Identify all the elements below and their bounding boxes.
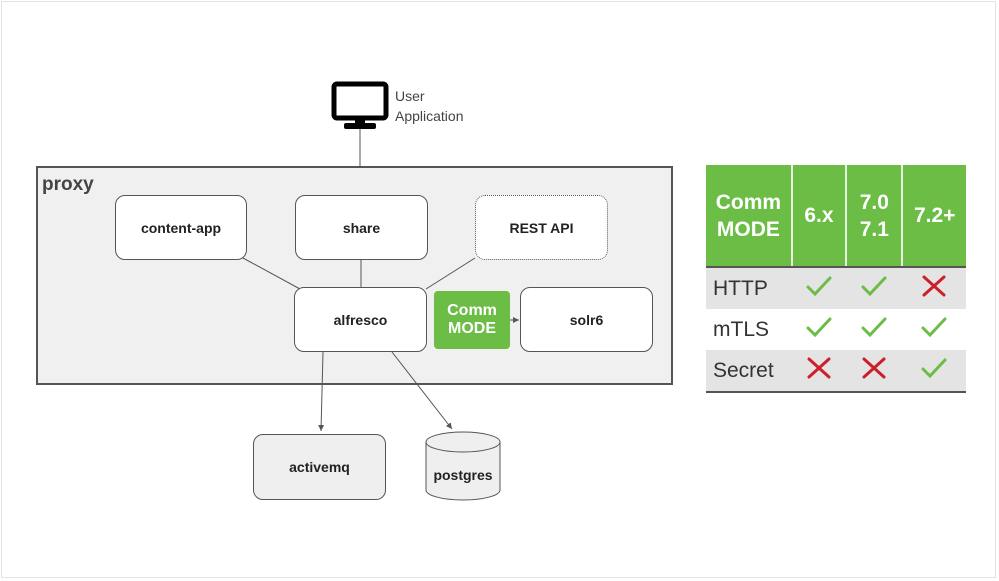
postgres-arrow bbox=[391, 351, 453, 430]
check-icon bbox=[861, 276, 887, 297]
header-6x: 6.x bbox=[790, 165, 847, 268]
solr6-node: solr6 bbox=[520, 287, 653, 352]
header-71: 7.1 bbox=[859, 217, 889, 241]
monitor-icon bbox=[331, 81, 389, 129]
postgres-label: postgres bbox=[433, 467, 493, 483]
activemq-node: activemq bbox=[253, 434, 386, 500]
cross-icon bbox=[922, 275, 946, 297]
table-cell bbox=[846, 309, 903, 350]
table-row: HTTP bbox=[706, 267, 966, 309]
header-72: 7.2+ bbox=[901, 165, 966, 268]
alfresco-node: alfresco bbox=[294, 287, 427, 352]
proxy-label: proxy bbox=[42, 174, 94, 195]
table-cell bbox=[902, 309, 966, 350]
activemq-arrow bbox=[318, 351, 325, 432]
table-row: Secret bbox=[706, 350, 966, 392]
table-cell bbox=[902, 350, 966, 392]
check-icon bbox=[806, 317, 832, 338]
share-node: share bbox=[295, 195, 428, 260]
table-cell bbox=[902, 267, 966, 309]
comm-mode-badge: Comm MODE bbox=[434, 291, 510, 349]
table-cell bbox=[846, 350, 903, 392]
table-cell bbox=[791, 309, 847, 350]
header-70-71: 7.0 7.1 bbox=[845, 165, 903, 268]
content-app-node: content-app bbox=[115, 195, 247, 260]
table-cell bbox=[846, 267, 903, 309]
check-icon bbox=[921, 317, 947, 338]
check-icon bbox=[861, 317, 887, 338]
comm-badge-line1: Comm bbox=[447, 302, 497, 319]
rest-api-link bbox=[425, 257, 476, 290]
content-app-link bbox=[242, 257, 301, 290]
table-header-row: Comm MODE 6.x 7.0 7.1 7.2+ bbox=[706, 165, 966, 268]
database-icon bbox=[425, 431, 501, 501]
check-icon bbox=[921, 358, 947, 379]
table-cell bbox=[791, 350, 847, 392]
cross-icon bbox=[862, 357, 886, 379]
row-label: HTTP bbox=[706, 267, 792, 309]
user-application-label: User Application bbox=[395, 86, 464, 126]
comm-badge-line2: MODE bbox=[448, 320, 496, 337]
row-label: Secret bbox=[706, 350, 792, 392]
header-comm-mode: Comm MODE bbox=[706, 165, 792, 268]
table-cell bbox=[791, 267, 847, 309]
header-mode: MODE bbox=[716, 217, 780, 241]
header-comm: Comm bbox=[715, 190, 782, 214]
cross-icon bbox=[807, 357, 831, 379]
check-icon bbox=[806, 276, 832, 297]
table-row: mTLS bbox=[706, 309, 966, 350]
user-label-line1: User bbox=[395, 88, 425, 104]
user-label-line2: Application bbox=[395, 108, 464, 124]
header-70: 7.0 bbox=[859, 190, 889, 214]
row-label: mTLS bbox=[706, 309, 792, 350]
rest-api-node: REST API bbox=[475, 195, 608, 260]
